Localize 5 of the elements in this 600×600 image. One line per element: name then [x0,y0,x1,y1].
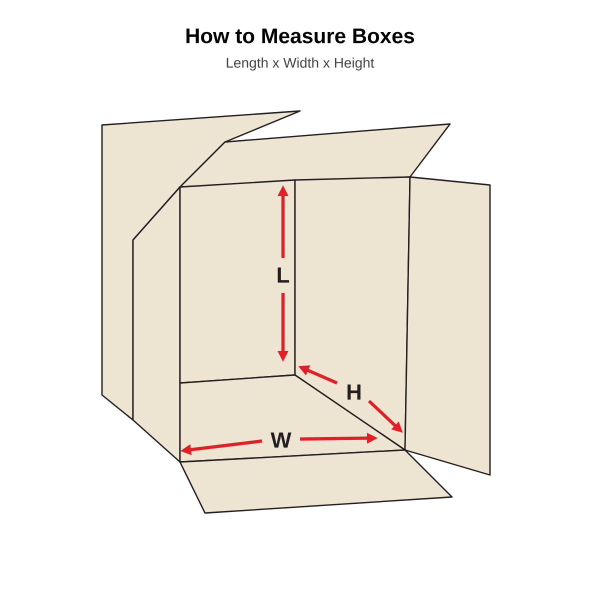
subtitle: Length x Width x Height [226,57,374,71]
title: How to Measure Boxes [186,28,414,44]
dimension-label: W [270,432,292,448]
dimension-label: L [278,267,290,283]
dimension-label: H [348,384,360,400]
